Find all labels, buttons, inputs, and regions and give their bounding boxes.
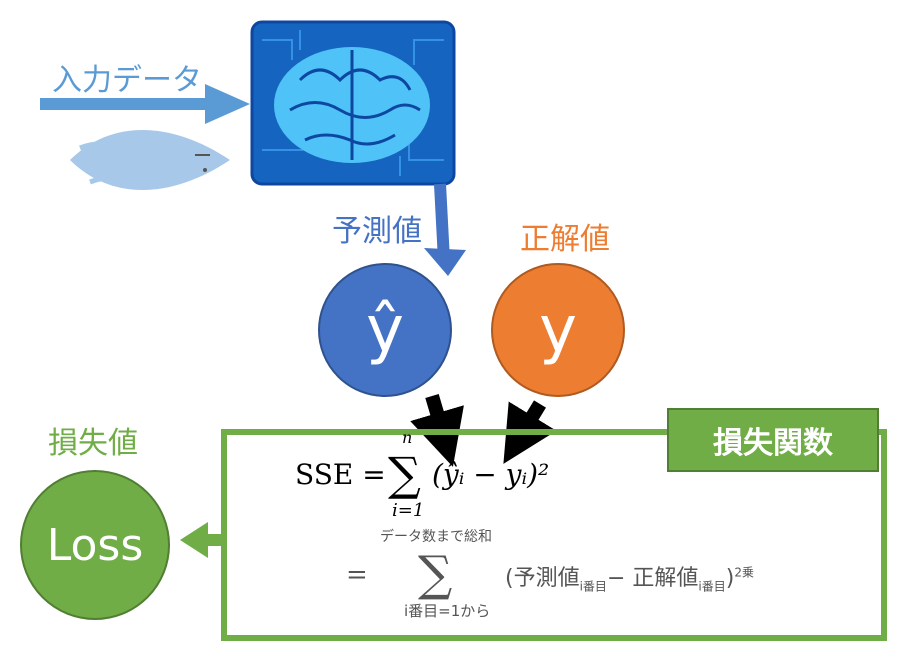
- loss-value-label: 損失値: [48, 426, 138, 461]
- term2-sub2: i番目: [698, 579, 726, 594]
- sum2-lower: i番目=1から: [404, 602, 491, 620]
- input-arrow: [40, 84, 250, 124]
- term2-sup: 2乗: [734, 565, 754, 580]
- loss-text: Loss: [46, 519, 144, 571]
- sum2-symbol: ∑: [418, 546, 453, 602]
- term2-open: (予測値: [505, 566, 580, 591]
- formula-lhs: SSE =: [295, 458, 386, 491]
- ai-brain-icon: [250, 20, 456, 186]
- loss-circle: [20, 470, 170, 620]
- sum2-upper: データ数まで総和: [380, 529, 492, 545]
- formula-term: (ŷᵢ − yᵢ)²: [432, 458, 550, 491]
- input-data-label: 入力データ: [52, 63, 202, 98]
- formula-eq2: =: [346, 560, 368, 590]
- term2-close: ): [725, 566, 735, 591]
- truth-circle: [491, 263, 625, 397]
- predicted-label: 予測値: [332, 214, 422, 249]
- loss-function-title-box: [667, 408, 879, 472]
- term2-mid: − 正解値: [606, 566, 699, 591]
- term2-sub1: i番目: [579, 579, 607, 594]
- loss-function-title: 損失関数: [713, 426, 833, 461]
- sum-upper: n: [402, 428, 413, 447]
- predicted-symbol: ŷ: [366, 293, 404, 367]
- loss-arrow: [180, 522, 225, 558]
- truth-symbol: y: [539, 293, 577, 367]
- data-fish-icon: [70, 130, 230, 190]
- sum-symbol: ∑: [388, 447, 421, 501]
- sum-lower: i=1: [392, 500, 425, 521]
- truth-label: 正解値: [520, 222, 610, 257]
- predicted-circle: [318, 263, 452, 397]
- prediction-arrow: [424, 183, 466, 276]
- formula-term2: (予測値i番目− 正解値i番目)2乗: [505, 560, 754, 594]
